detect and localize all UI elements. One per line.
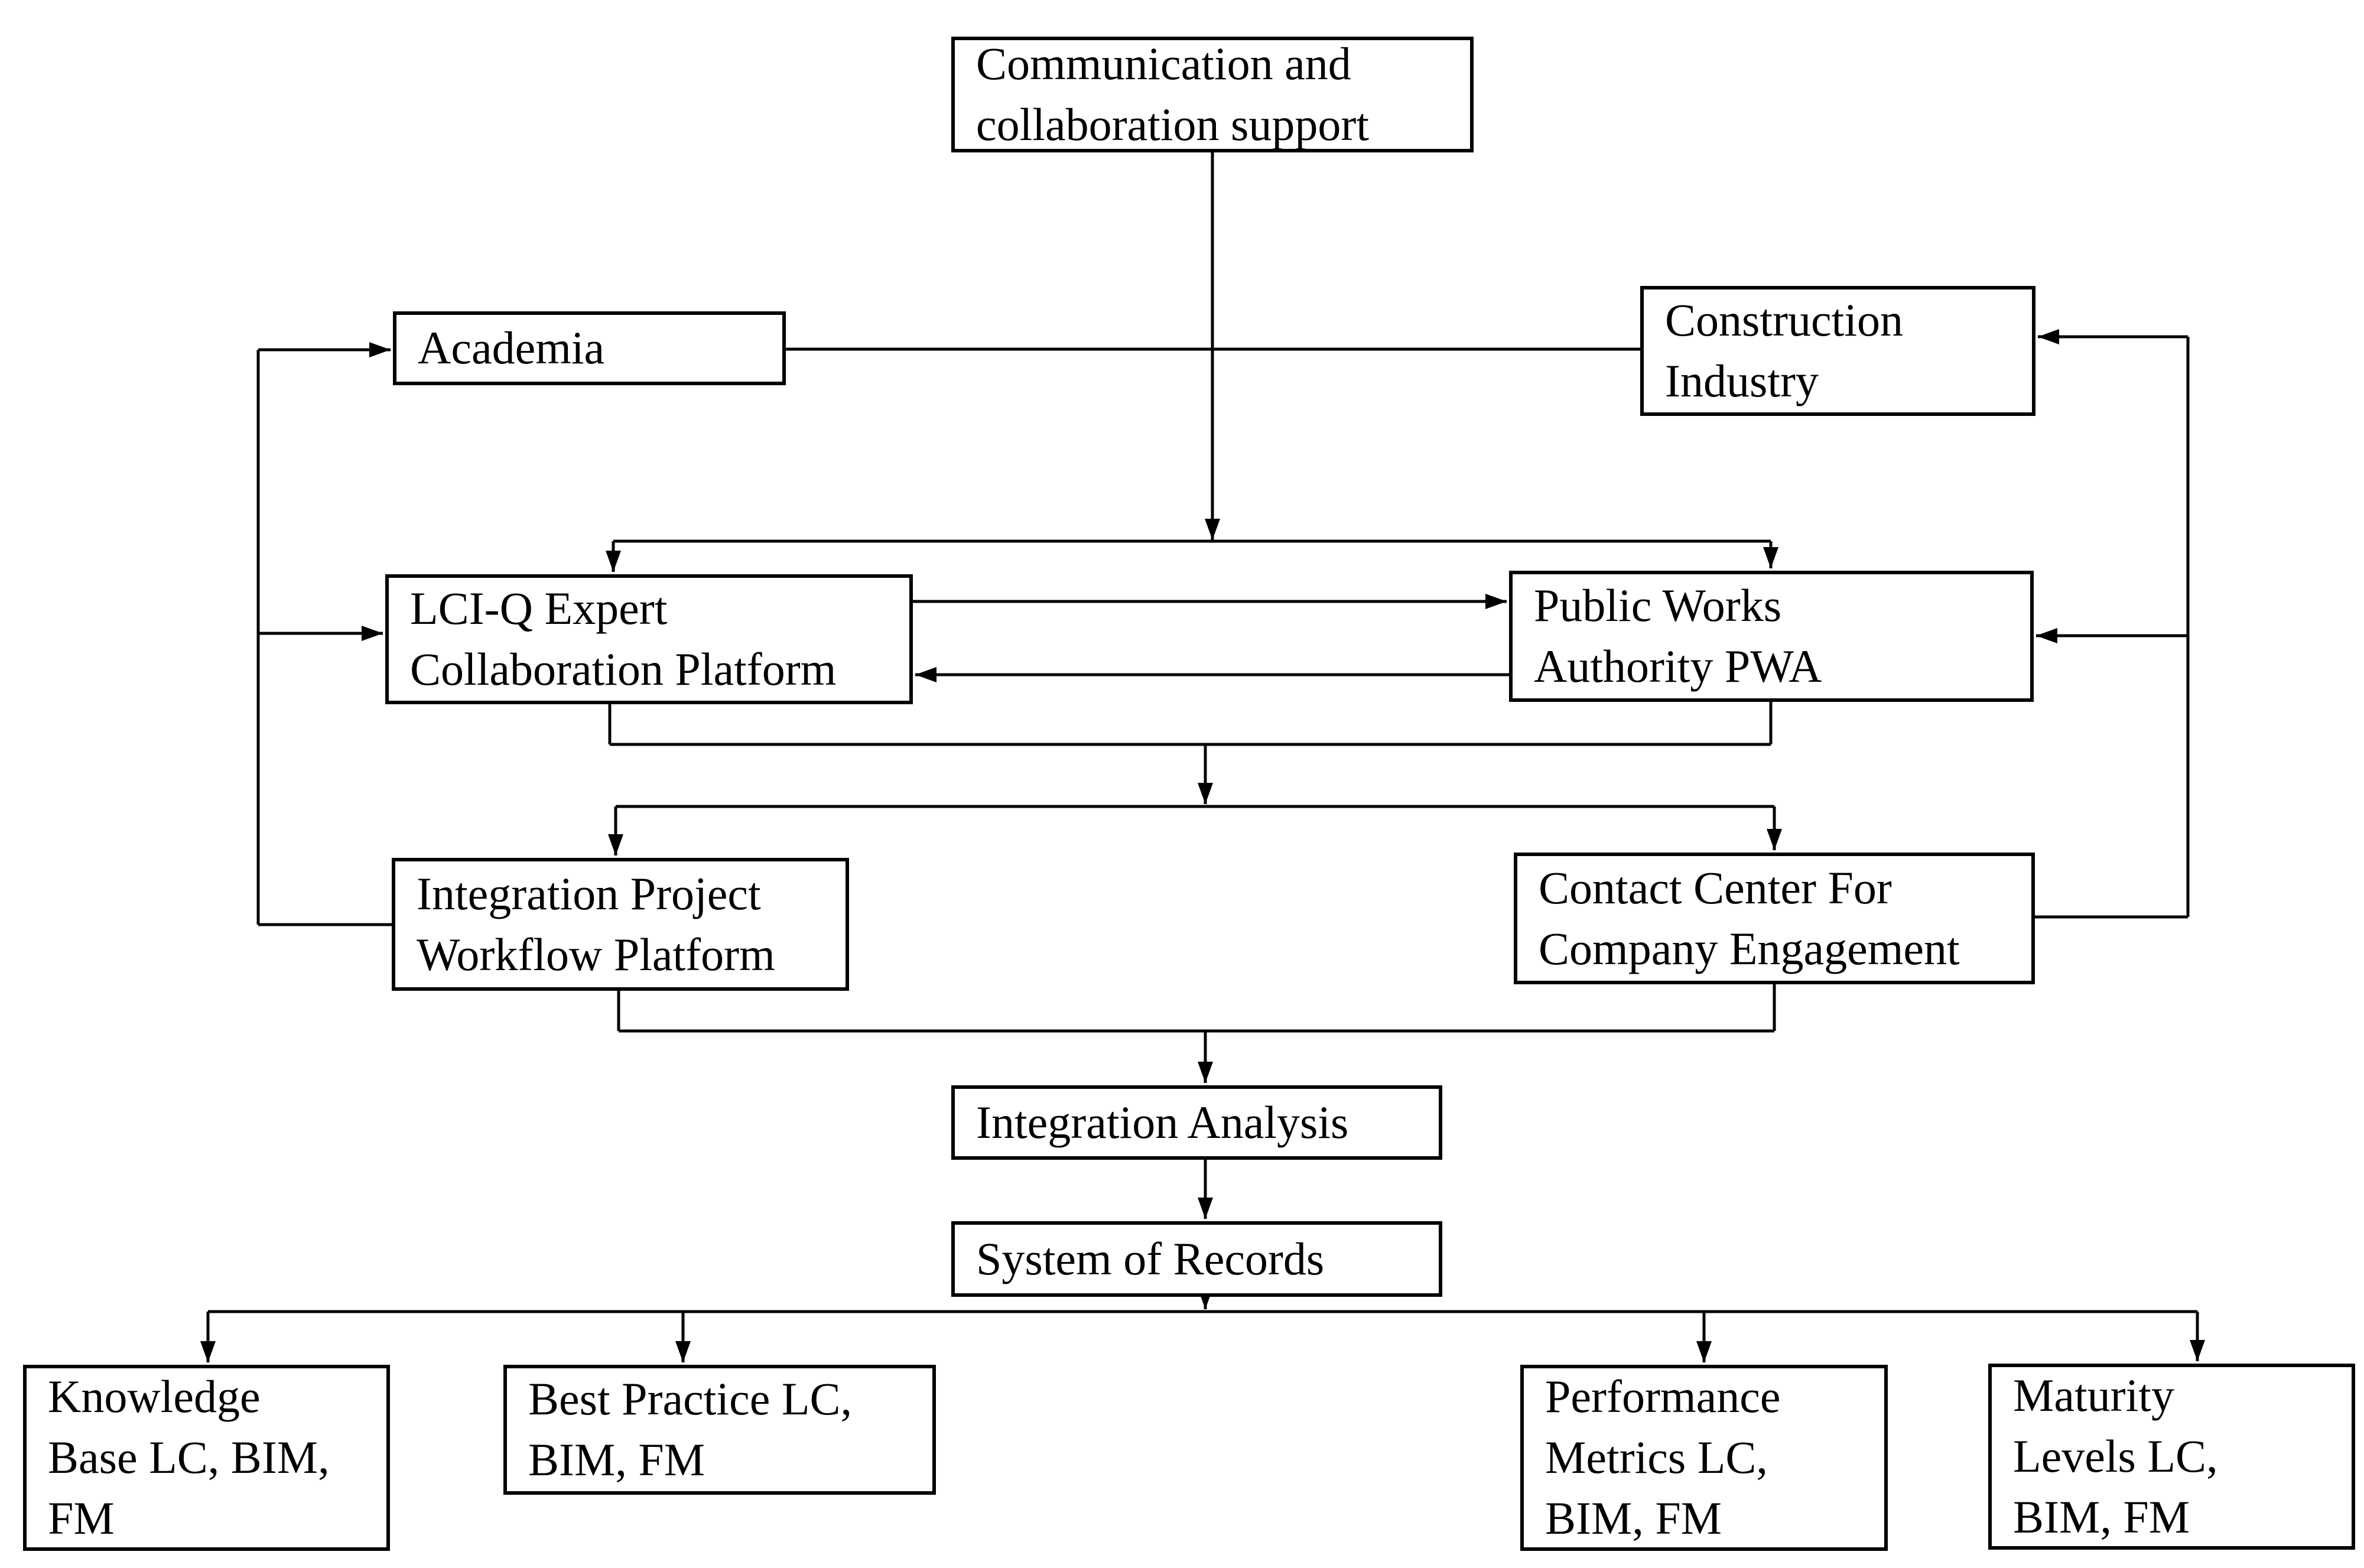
node-label-line: BIM, FM <box>1545 1492 1722 1544</box>
node-maturity-levels: Maturity Levels LC, BIM, FM <box>1988 1364 2355 1550</box>
node-label-line: Collaboration Platform <box>410 643 837 695</box>
node-label-line: Levels LC, <box>2013 1430 2218 1482</box>
node-label-line: Authority PWA <box>1534 640 1822 692</box>
node-label-line: Best Practice LC, <box>528 1373 853 1425</box>
node-integration-project-workflow-platform: Integration Project Workflow Platform <box>392 858 849 991</box>
node-label-line: BIM, FM <box>528 1434 705 1485</box>
node-label-line: Performance <box>1545 1371 1781 1423</box>
node-label-line: collaboration support <box>976 99 1370 150</box>
node-performance-metrics: Performance Metrics LC, BIM, FM <box>1520 1365 1888 1551</box>
node-label-line: Academia <box>418 322 605 374</box>
node-communication-support: Communication and collaboration support <box>951 37 1474 152</box>
node-label-line: Knowledge <box>48 1371 261 1423</box>
node-lciq-expert-collaboration-platform: LCI-Q Expert Collaboration Platform <box>385 574 913 704</box>
node-label-line: Base LC, BIM, <box>48 1432 330 1484</box>
node-label-line: System of Records <box>976 1232 1325 1284</box>
node-label-line: Public Works <box>1534 580 1782 632</box>
node-label-line: Integration Analysis <box>976 1096 1349 1148</box>
node-integration-analysis: Integration Analysis <box>951 1085 1442 1160</box>
node-label-line: Industry <box>1665 355 1819 406</box>
node-best-practice: Best Practice LC, BIM, FM <box>503 1365 936 1495</box>
node-system-of-records: System of Records <box>951 1221 1442 1297</box>
node-construction-industry: Construction Industry <box>1640 286 2035 416</box>
node-knowledge-base: Knowledge Base LC, BIM, FM <box>23 1365 390 1551</box>
node-label-line: Metrics LC, <box>1545 1432 1768 1484</box>
node-label-line: Maturity <box>2013 1369 2174 1421</box>
node-academia: Academia <box>393 311 786 385</box>
node-label-line: FM <box>48 1492 115 1544</box>
node-label-line: Integration Project <box>417 867 761 919</box>
node-label-line: Workflow Platform <box>417 928 775 980</box>
node-label-line: Construction <box>1665 294 1903 346</box>
node-label-line: LCI-Q Expert <box>410 583 668 635</box>
node-label-line: Company Engagement <box>1539 922 1960 974</box>
node-label-line: Contact Center For <box>1539 861 1892 913</box>
node-contact-center-company-engagement: Contact Center For Company Engagement <box>1514 853 2035 984</box>
node-label-line: Communication and <box>976 38 1351 90</box>
node-public-works-authority: Public Works Authority PWA <box>1509 571 2034 702</box>
node-label-line: BIM, FM <box>2013 1491 2190 1543</box>
